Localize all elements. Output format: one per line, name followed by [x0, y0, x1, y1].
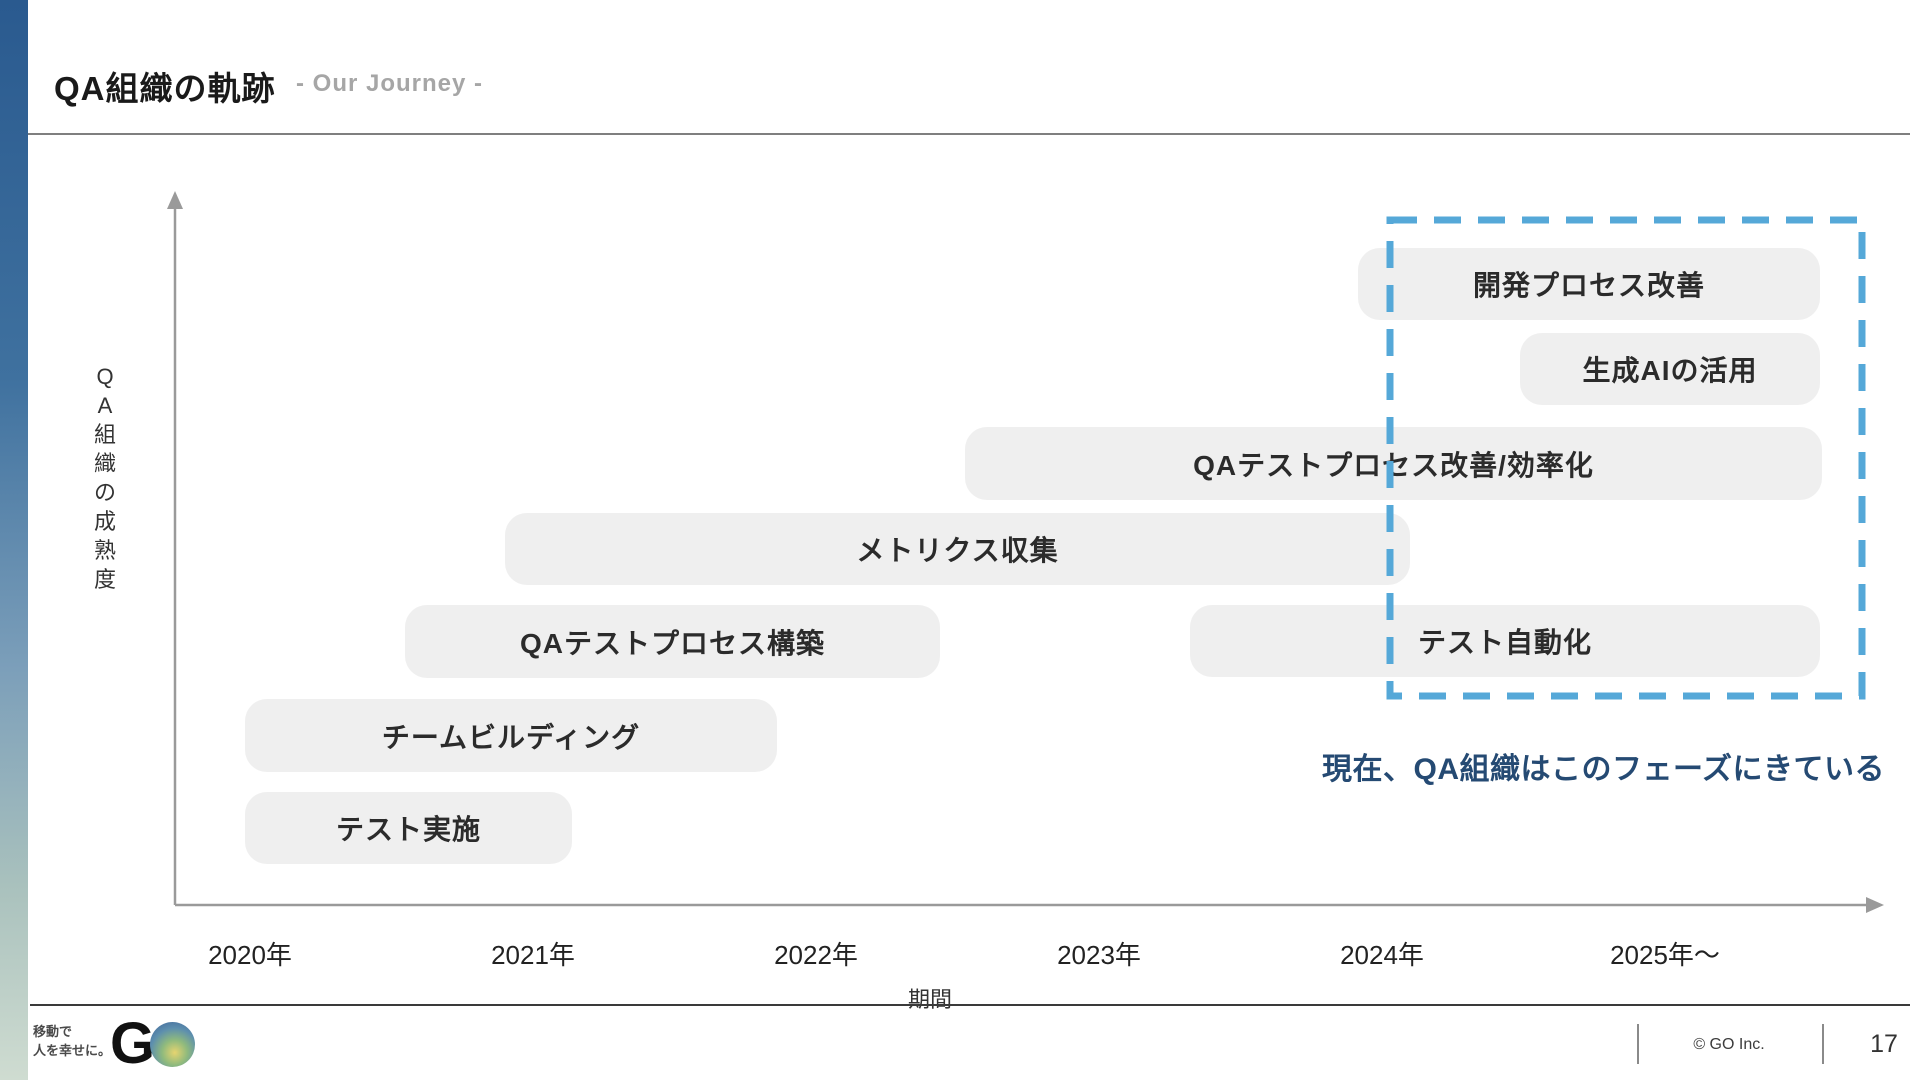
x-axis-tick: 2021年: [491, 940, 575, 970]
page-subtitle: - Our Journey -: [296, 70, 484, 97]
footer-rule: [30, 1004, 1910, 1006]
x-axis-tick: 2024年: [1340, 940, 1424, 970]
go-globe-icon: [150, 1022, 195, 1067]
timeline-bar-label: テスト自動化: [1417, 627, 1592, 658]
timeline-bar: チームビルディング: [245, 699, 777, 772]
x-axis-tick: 2025年〜: [1610, 940, 1720, 970]
timeline-bar-label: メトリクス収集: [856, 535, 1059, 566]
timeline-bar-label: 開発プロセス改善: [1472, 270, 1705, 301]
timeline-bar: QAテストプロセス構築: [405, 605, 940, 678]
x-axis-tick: 2020年: [208, 940, 292, 970]
x-axis-tick: 2023年: [1057, 940, 1141, 970]
page-title: QA組織の軌跡: [54, 70, 276, 107]
page-number: 17: [1870, 1030, 1898, 1058]
timeline-bar-label: QAテストプロセス構築: [519, 627, 825, 659]
timeline-bar: テスト自動化: [1190, 605, 1820, 677]
timeline-bar: 開発プロセス改善: [1358, 248, 1820, 320]
timeline-bar: テスト実施: [245, 792, 572, 864]
x-axis-title: 期間: [907, 987, 953, 1012]
left-accent-bar: [0, 0, 28, 1080]
current-phase-annotation: 現在、QA組織はこのフェーズにきている: [1322, 753, 1885, 786]
timeline-bar: 生成AIの活用: [1520, 333, 1820, 405]
x-axis-tick: 2022年: [774, 940, 858, 970]
timeline-bar-label: 生成AIの活用: [1582, 355, 1758, 386]
header-rule: [28, 133, 1910, 135]
timeline-bar: メトリクス収集: [505, 513, 1410, 585]
timeline-bar-label: チームビルディング: [381, 721, 641, 753]
copyright: © GO Inc.: [1693, 1036, 1765, 1053]
y-axis-label: Q A 組 織 の 成 熟 度: [93, 364, 116, 592]
go-logo-text: G: [110, 1011, 156, 1076]
footer-divider: [1637, 1024, 1639, 1064]
timeline-bar-label: テスト実施: [335, 814, 481, 845]
footer-divider: [1822, 1024, 1824, 1064]
logo-tagline: 移動で 人を幸せに。: [33, 1024, 112, 1058]
